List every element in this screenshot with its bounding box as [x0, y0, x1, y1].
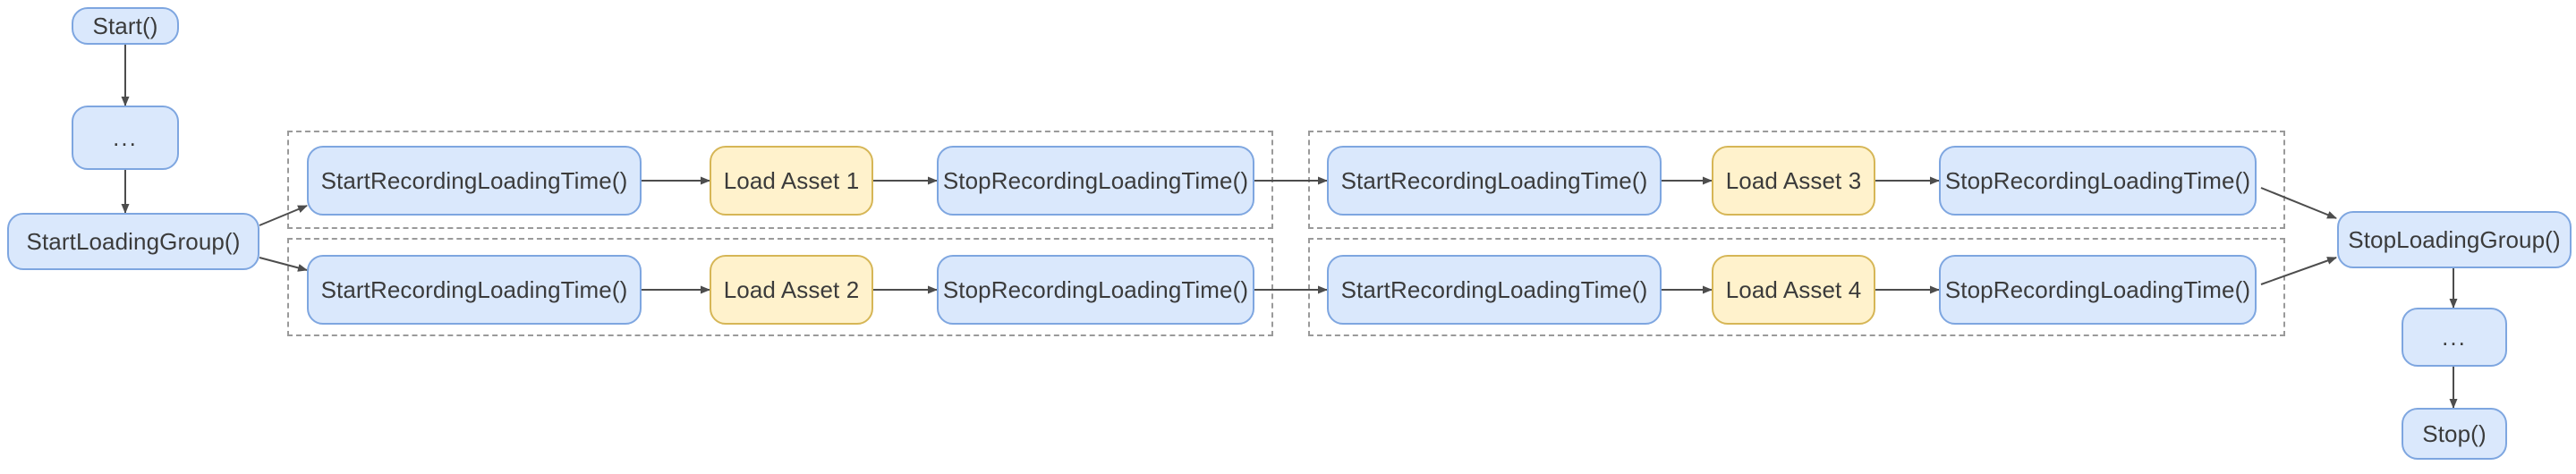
node-g2r2-load-asset[interactable]: Load Asset 4 — [1712, 255, 1875, 325]
node-g1r1-stop-recording[interactable]: StopRecordingLoadingTime() — [937, 146, 1254, 216]
node-start-loading-group[interactable]: StartLoadingGroup() — [7, 213, 259, 270]
node-stop[interactable]: Stop() — [2402, 408, 2507, 460]
node-g2r2-stop-recording[interactable]: StopRecordingLoadingTime() — [1939, 255, 2257, 325]
node-g1r2-stop-recording[interactable]: StopRecordingLoadingTime() — [937, 255, 1254, 325]
node-stop-loading-group[interactable]: StopLoadingGroup() — [2337, 211, 2572, 268]
node-g2r1-load-asset[interactable]: Load Asset 3 — [1712, 146, 1875, 216]
node-pre-ellipsis[interactable]: ... — [72, 106, 179, 170]
group-1-row-2-box — [287, 238, 1273, 336]
node-g1r2-start-recording[interactable]: StartRecordingLoadingTime() — [307, 255, 642, 325]
node-start[interactable]: Start() — [72, 7, 179, 45]
node-post-ellipsis[interactable]: ... — [2402, 308, 2507, 367]
node-g2r1-start-recording[interactable]: StartRecordingLoadingTime() — [1327, 146, 1662, 216]
node-g1r1-start-recording[interactable]: StartRecordingLoadingTime() — [307, 146, 642, 216]
node-g1r2-load-asset[interactable]: Load Asset 2 — [710, 255, 873, 325]
node-g2r2-start-recording[interactable]: StartRecordingLoadingTime() — [1327, 255, 1662, 325]
group-2-row-2-box — [1308, 238, 2285, 336]
node-g2r1-stop-recording[interactable]: StopRecordingLoadingTime() — [1939, 146, 2257, 216]
node-g1r1-load-asset[interactable]: Load Asset 1 — [710, 146, 873, 216]
